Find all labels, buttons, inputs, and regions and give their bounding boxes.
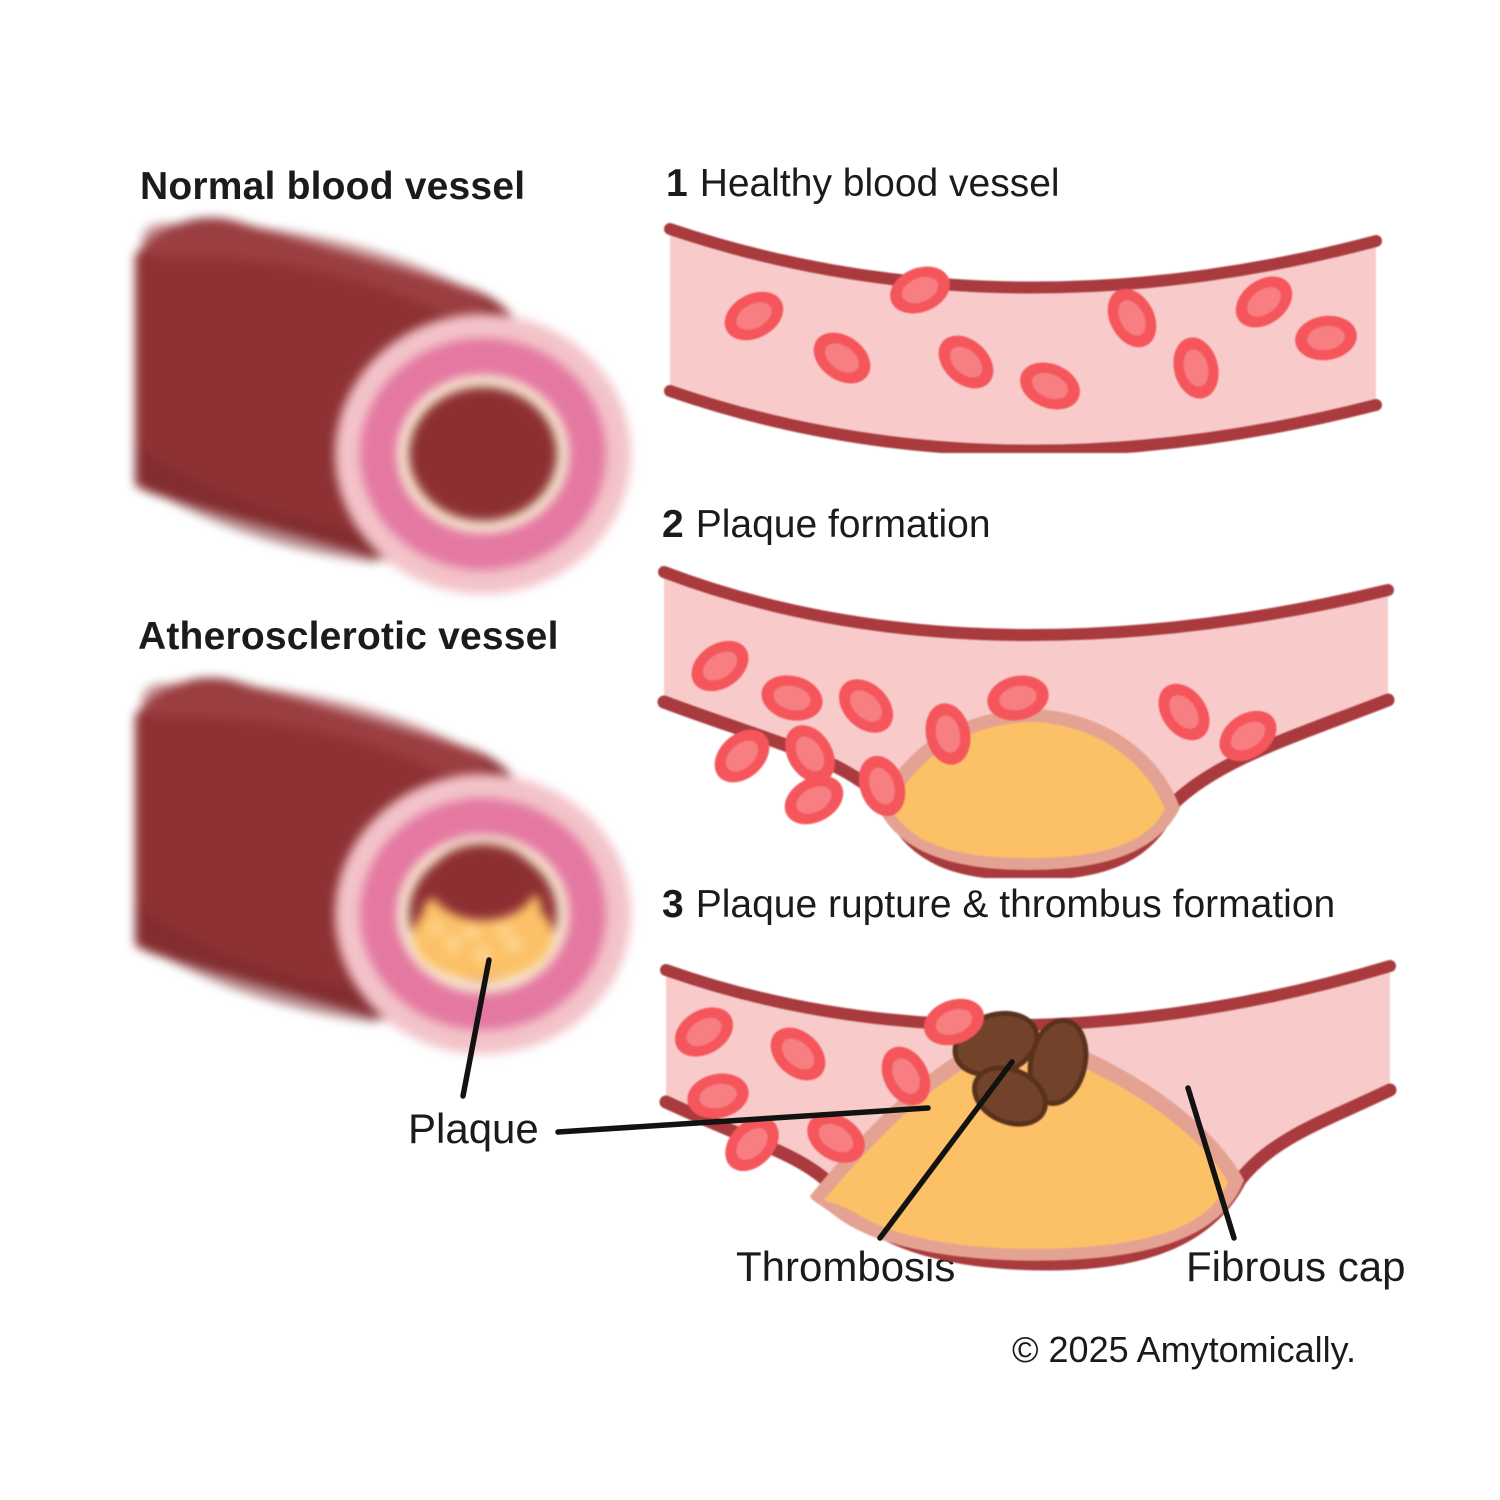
plaque-leader-line-left xyxy=(460,957,492,1099)
stage-3-title: Plaque rupture & thrombus formation xyxy=(695,883,1336,926)
stage-2-header: 2 Plaque formation xyxy=(662,503,991,547)
stage-3-header: 3 Plaque rupture & thrombus formation xyxy=(662,883,1336,927)
vessel-cross-section xyxy=(335,774,631,1054)
stage-3-vessel-illustration xyxy=(659,960,1397,1271)
atherosclerotic-vessel-title: Atherosclerotic vessel xyxy=(138,615,559,658)
stage-2-number: 2 xyxy=(662,503,684,546)
fibrous-cap-callout-label: Fibrous cap xyxy=(1186,1243,1406,1290)
red-blood-cells xyxy=(691,640,1277,825)
normal-vessel-title: Normal blood vessel xyxy=(140,165,526,208)
vessel-cross-section xyxy=(335,314,631,594)
normal-vessel-3d-illustration xyxy=(135,217,631,594)
plaque-crescent xyxy=(413,844,553,980)
stage-1-number: 1 xyxy=(666,162,688,205)
stage-1-header: 1 Healthy blood vessel xyxy=(666,162,1060,206)
stage-3-number: 3 xyxy=(662,883,684,926)
copyright-text: © 2025 Amytomically. xyxy=(1012,1329,1356,1370)
red-blood-cells xyxy=(674,998,985,1172)
thrombus-clot xyxy=(952,1011,1089,1127)
atherosclerotic-vessel-3d-illustration xyxy=(135,677,631,1054)
plaque-leader-line-right xyxy=(555,1105,931,1135)
fibrous-cap-leader-line xyxy=(1185,1085,1237,1241)
stage-1-title: Healthy blood vessel xyxy=(699,162,1060,205)
plaque-callout-label: Plaque xyxy=(408,1105,539,1152)
stage-1-vessel-illustration xyxy=(664,223,1382,453)
thrombosis-leader-line xyxy=(877,1059,1015,1241)
stage-2-vessel-illustration xyxy=(657,566,1395,878)
red-blood-cells xyxy=(724,266,1357,410)
stage-2-title: Plaque formation xyxy=(695,503,991,546)
